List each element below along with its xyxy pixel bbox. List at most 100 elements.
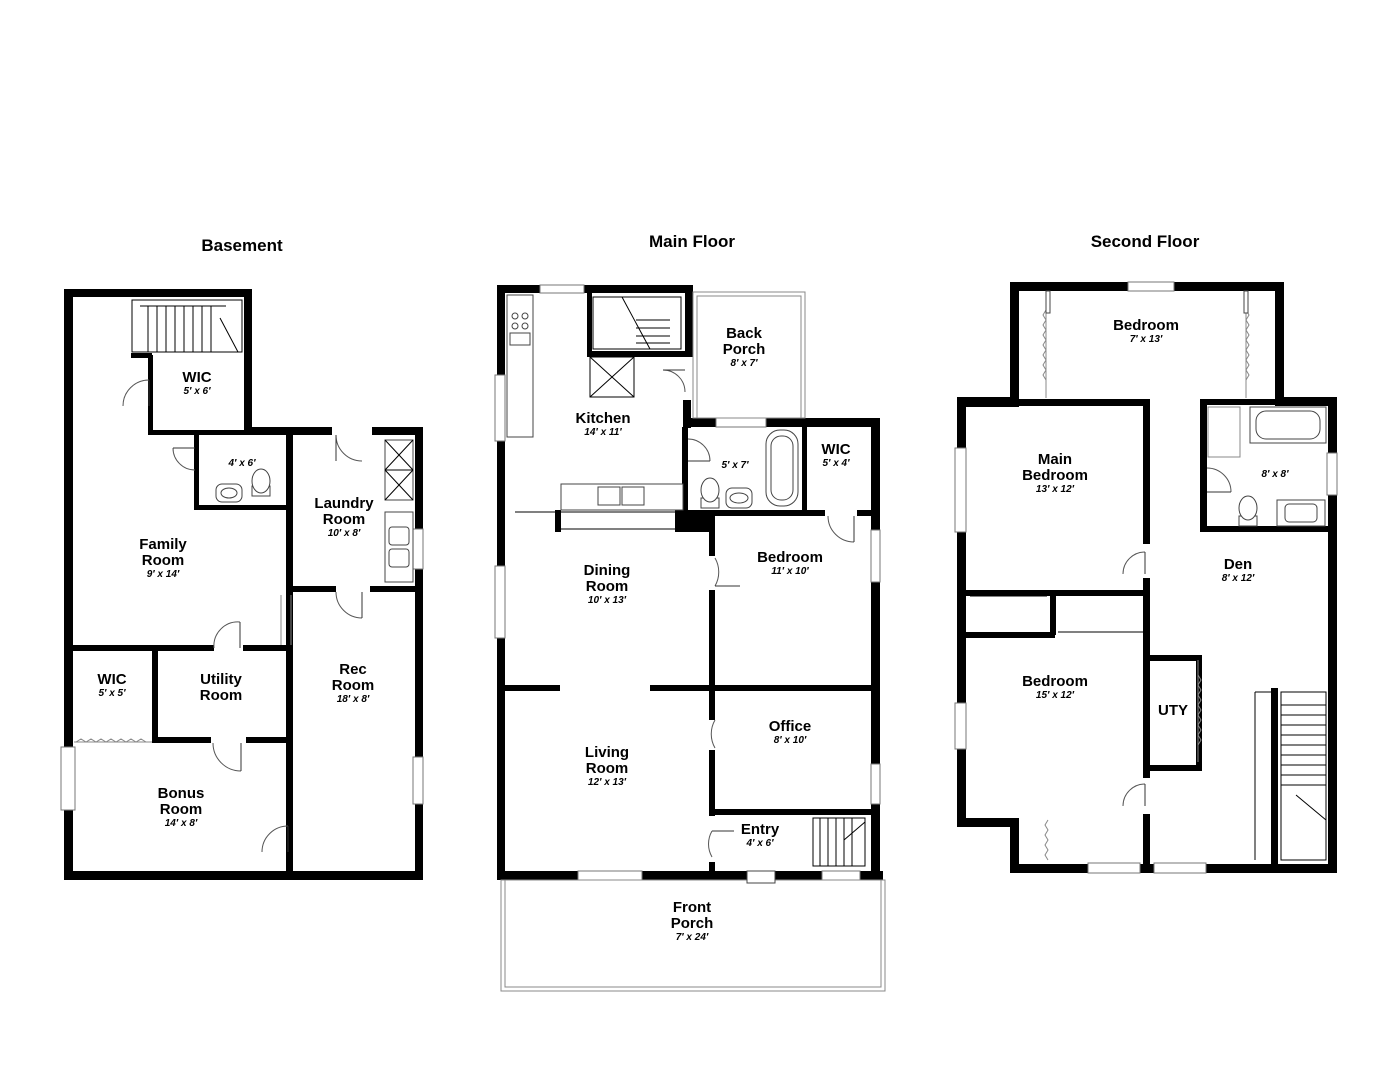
main-floor-stairs bbox=[589, 296, 866, 867]
room-dimensions: 14′ x 11′ bbox=[584, 427, 622, 438]
room-dimensions: 8′ x 12′ bbox=[1222, 573, 1255, 584]
room-name: Dining bbox=[584, 562, 631, 579]
room-dimensions: 8′ x 10′ bbox=[774, 735, 807, 746]
room-name: Den bbox=[1224, 556, 1252, 573]
room-dimensions: 12′ x 13′ bbox=[588, 777, 627, 788]
room-name: Office bbox=[769, 718, 812, 735]
room-dimensions: 10′ x 8′ bbox=[328, 528, 361, 539]
basement-plan bbox=[60, 289, 424, 880]
room-dimensions: 8′ x 7′ bbox=[730, 358, 758, 369]
second-floor-plan bbox=[954, 281, 1338, 874]
room-dimensions: 10′ x 13′ bbox=[588, 595, 627, 606]
second-floor-stairs bbox=[1254, 691, 1327, 861]
basement-stairs bbox=[131, 299, 243, 353]
room-dimensions: 4′ x 6′ bbox=[227, 458, 256, 469]
room-name: WIC bbox=[821, 441, 850, 458]
room-dimensions: 14′ x 8′ bbox=[165, 818, 198, 829]
room-dimensions: 9′ x 14′ bbox=[147, 569, 180, 580]
room-name: WIC bbox=[97, 671, 126, 688]
room-name: UTY bbox=[1158, 702, 1188, 719]
main-floor-plan bbox=[494, 284, 886, 992]
room-dimensions: 18′ x 8′ bbox=[337, 694, 370, 705]
room-name: Rec bbox=[339, 661, 367, 678]
room-dimensions: 5′ x 6′ bbox=[183, 386, 211, 397]
room-name: Main bbox=[1038, 451, 1072, 468]
main-floor-room-label: 5′ x 7′ bbox=[721, 460, 749, 471]
room-name: Bedroom bbox=[1022, 673, 1088, 690]
second-floor-title: Second Floor bbox=[1091, 232, 1200, 251]
room-name: Laundry bbox=[314, 495, 374, 512]
second-floor-room-label: 8′ x 8′ bbox=[1261, 469, 1289, 480]
room-dimensions: 15′ x 12′ bbox=[1036, 690, 1075, 701]
room-dimensions: 5′ x 5′ bbox=[98, 688, 126, 699]
room-dimensions: 11′ x 10′ bbox=[771, 566, 809, 577]
room-name: Bedroom bbox=[1113, 317, 1179, 334]
room-name: Room bbox=[586, 760, 629, 777]
room-name: Living bbox=[585, 744, 629, 761]
room-name: Porch bbox=[671, 915, 714, 932]
second-floor-doors bbox=[1122, 467, 1232, 807]
room-name: Kitchen bbox=[575, 410, 630, 427]
room-dimensions: 4′ x 6′ bbox=[745, 838, 774, 849]
main-floor-walls bbox=[497, 285, 883, 880]
room-name: Room bbox=[142, 552, 185, 569]
main-floor-windows bbox=[494, 284, 881, 881]
basement-hatch-marks bbox=[280, 595, 292, 645]
basement-doors bbox=[74, 379, 363, 853]
basement-walls bbox=[64, 289, 423, 880]
main-floor-doors bbox=[515, 369, 855, 884]
room-name: Entry bbox=[741, 821, 780, 838]
main-floor-porches bbox=[500, 291, 886, 992]
room-name: Room bbox=[200, 687, 243, 704]
room-dimensions: 13′ x 12′ bbox=[1036, 484, 1075, 495]
main-floor-fixtures bbox=[506, 294, 799, 511]
room-name: Room bbox=[332, 677, 375, 694]
basement-fixtures bbox=[215, 439, 414, 583]
room-name: Back bbox=[726, 325, 763, 342]
basement-room-label: 4′ x 6′ bbox=[227, 458, 256, 469]
second-floor-windows bbox=[954, 281, 1338, 874]
basement-title: Basement bbox=[201, 236, 283, 255]
room-dimensions: 8′ x 8′ bbox=[1261, 469, 1289, 480]
room-name: Room bbox=[586, 578, 629, 595]
second-floor-closets bbox=[970, 290, 1250, 861]
room-name: WIC bbox=[182, 369, 211, 386]
room-name: Porch bbox=[723, 341, 766, 358]
second-floor-walls bbox=[957, 282, 1337, 873]
room-name: Bedroom bbox=[1022, 467, 1088, 484]
room-name: Bedroom bbox=[757, 549, 823, 566]
room-dimensions: 7′ x 24′ bbox=[676, 932, 709, 943]
room-dimensions: 7′ x 13′ bbox=[1130, 334, 1163, 345]
second-floor-uty-label: UTY bbox=[1158, 702, 1188, 719]
room-name: Front bbox=[673, 899, 711, 916]
room-name: Room bbox=[323, 511, 366, 528]
basement-windows bbox=[60, 528, 424, 811]
room-name: Bonus bbox=[158, 785, 205, 802]
main-floor-title: Main Floor bbox=[649, 232, 735, 251]
second-floor-fixtures bbox=[1207, 406, 1327, 527]
room-name: Utility bbox=[200, 671, 242, 688]
room-dimensions: 5′ x 4′ bbox=[822, 458, 850, 469]
room-dimensions: 5′ x 7′ bbox=[721, 460, 749, 471]
room-name: Room bbox=[160, 801, 203, 818]
